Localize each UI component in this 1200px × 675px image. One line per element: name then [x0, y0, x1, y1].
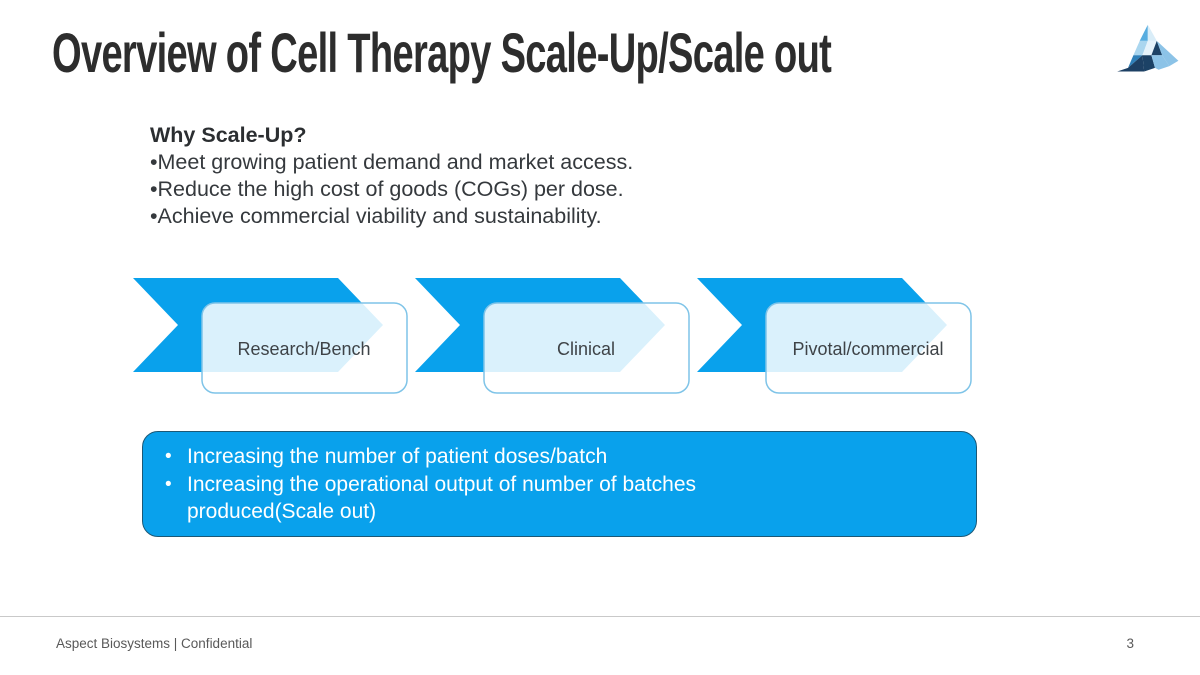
stage-card	[483, 302, 690, 394]
page-number: 3	[1126, 636, 1134, 651]
stage-research-bench: Research/Bench	[133, 278, 408, 394]
why-scale-up-section: Why Scale-Up? •Meet growing patient dema…	[150, 122, 633, 230]
stage-card	[765, 302, 972, 394]
scale-up-bullet-list: Increasing the number of patient doses/b…	[163, 443, 956, 526]
scale-up-bullet: Increasing the operational output of num…	[163, 471, 827, 526]
why-bullet: •Meet growing patient demand and market …	[150, 150, 634, 174]
company-logo-icon	[1117, 24, 1179, 72]
footer-divider	[0, 616, 1200, 617]
why-bullet: •Reduce the high cost of goods (COGs) pe…	[150, 177, 624, 201]
page-title: Overview of Cell Therapy Scale-Up/Scale …	[52, 21, 832, 84]
stage-card	[201, 302, 408, 394]
scale-up-callout-box: Increasing the number of patient doses/b…	[142, 431, 977, 537]
footer-confidential-label: Aspect Biosystems | Confidential	[56, 636, 253, 651]
stage-label: Clinical	[557, 339, 615, 359]
stage-label: Research/Bench	[237, 339, 370, 359]
scale-up-bullet: Increasing the number of patient doses/b…	[163, 443, 827, 471]
stage-pivotal-commercial: Pivotal/commercial	[697, 278, 972, 394]
why-bullet: •Achieve commercial viability and sustai…	[150, 204, 602, 228]
stage-clinical: Clinical	[415, 278, 690, 394]
stage-label: Pivotal/commercial	[792, 339, 943, 359]
why-heading: Why Scale-Up?	[150, 123, 307, 147]
